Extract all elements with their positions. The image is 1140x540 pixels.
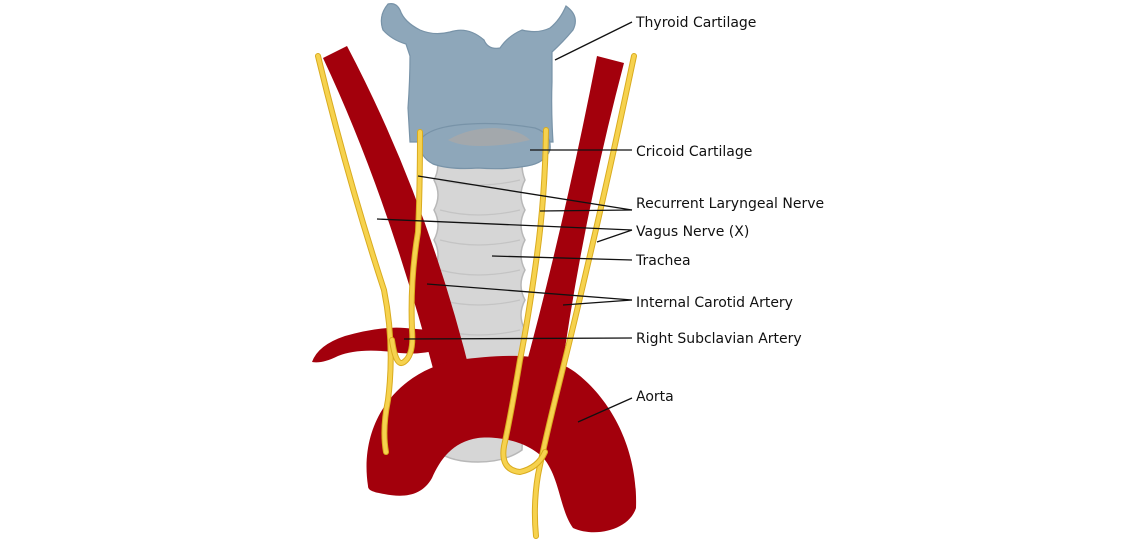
leader-thyroid-cartilage [554, 21, 633, 61]
label-trachea: Trachea [635, 253, 691, 269]
recurrent-laryngeal-nerve-right [501, 128, 548, 474]
tracheal-rings [439, 179, 521, 336]
leader-lines [376, 21, 633, 423]
label-vagus-nerve: Vagus Nerve (X) [636, 224, 749, 240]
aorta [366, 355, 637, 533]
leader-vagus-b [596, 229, 633, 243]
vagus-nerve-left [316, 54, 393, 454]
leader-right-subclavian [403, 337, 633, 340]
leader-internal-carotid-b [562, 299, 633, 306]
label-thyroid-cartilage: Thyroid Cartilage [635, 15, 756, 31]
leader-recurrent-laryngeal-b [539, 209, 633, 212]
leader-vagus-a [376, 218, 633, 231]
thyroid-cartilage [380, 3, 576, 143]
label-right-subclavian-artery: Right Subclavian Artery [636, 331, 802, 347]
label-recurrent-laryngeal-nerve: Recurrent Laryngeal Nerve [636, 196, 824, 212]
label-cricoid-cartilage: Cricoid Cartilage [636, 144, 752, 160]
labels: Thyroid Cartilage Cricoid Cartilage Recu… [635, 15, 824, 405]
leader-aorta [577, 397, 633, 423]
leader-internal-carotid-a [426, 283, 633, 301]
cricoid-inner-shadow [448, 128, 530, 146]
label-internal-carotid-artery: Internal Carotid Artery [636, 295, 793, 311]
leader-trachea [491, 255, 633, 261]
nerves [315, 53, 637, 539]
recurrent-laryngeal-nerve-left [390, 130, 422, 365]
label-aorta: Aorta [636, 389, 674, 405]
vagus-nerve-right [532, 54, 636, 538]
right-subclavian-artery [312, 327, 438, 363]
leader-recurrent-laryngeal-a [417, 175, 633, 211]
